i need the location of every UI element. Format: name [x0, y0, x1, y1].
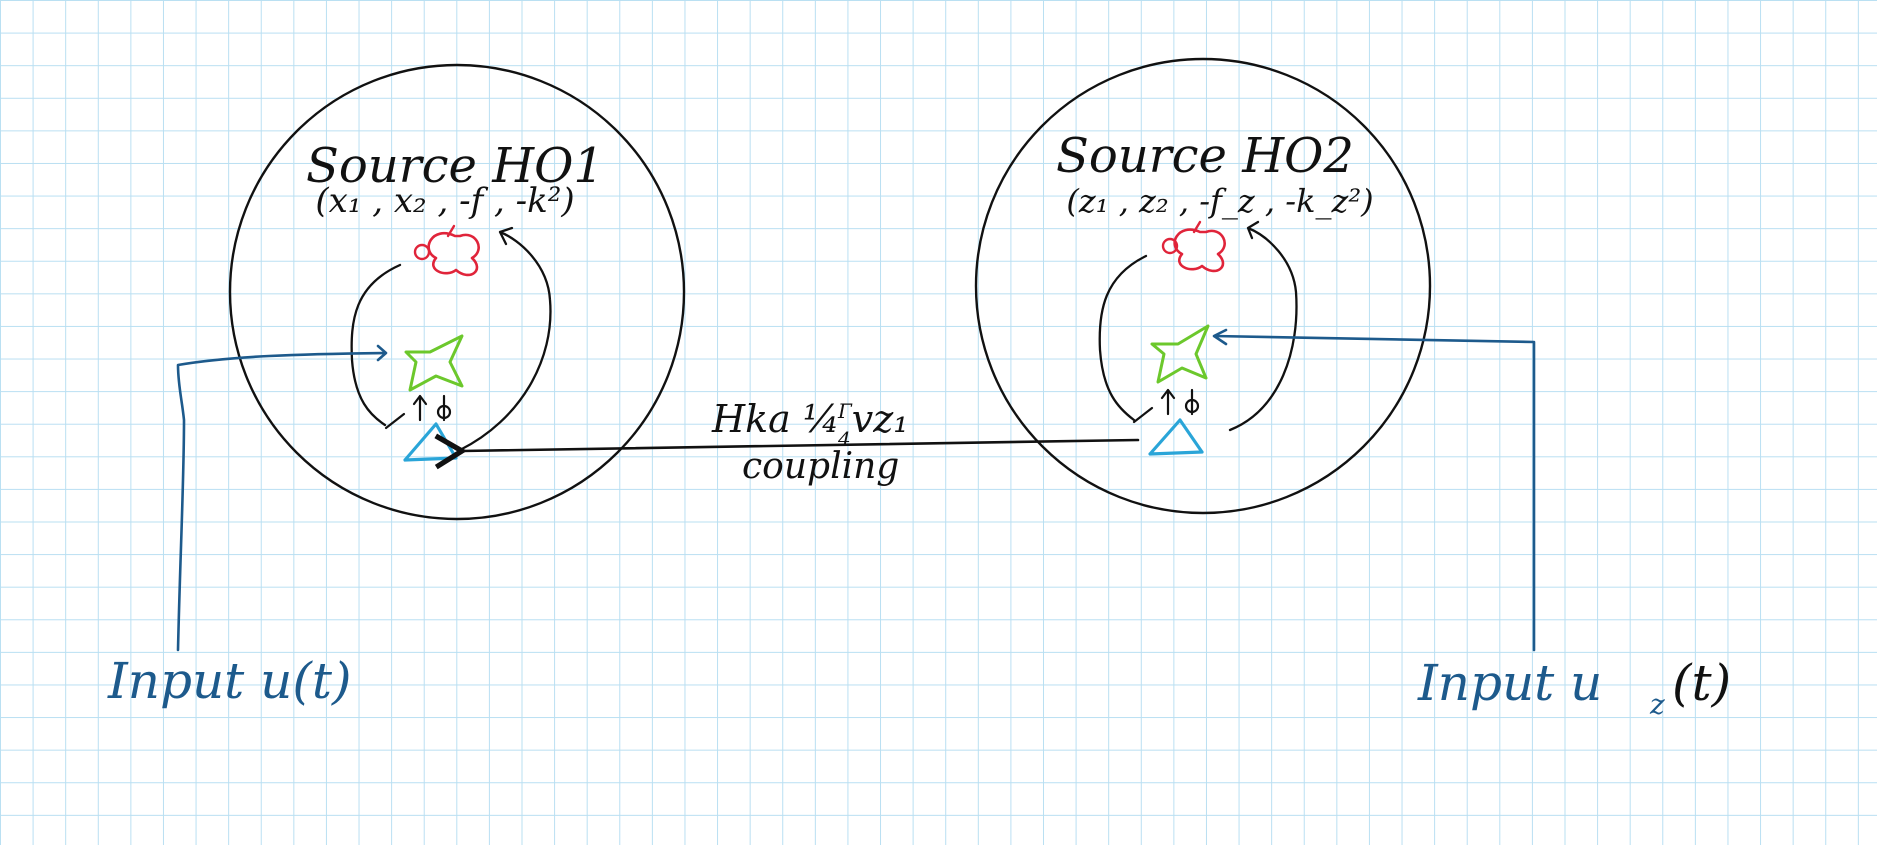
- oscillator-2-circle: [974, 57, 1432, 515]
- blue-triangle-node-icon: [403, 422, 458, 462]
- oscillator-2-left-loop: [1098, 254, 1148, 422]
- coupling-arrow: [434, 433, 1140, 470]
- oscillator-2-title: Source HO2: [1056, 128, 1354, 184]
- oscillator-1-title: Source HO1: [306, 138, 604, 194]
- node-arrows: [384, 394, 452, 430]
- coupling-formula-denominator: 4: [837, 427, 851, 451]
- oscillator-1-params: (x₁ , x₂ , -f , -k²): [315, 181, 574, 221]
- green-star-node-icon: [1150, 324, 1210, 384]
- coupling-connector: Hka ¼ vz₁ Γ 4 coupling: [434, 397, 1140, 487]
- oscillator-2: Source HO2 (z₁ , z₂ , -f_z , -k_z²): [974, 57, 1432, 515]
- oscillator-1-right-loop: [458, 226, 552, 452]
- blue-triangle-node-icon: [1148, 418, 1204, 456]
- input-1: Input u(t): [107, 344, 388, 710]
- oscillator-2-right-loop: [1228, 220, 1298, 432]
- green-star-node-icon: [404, 334, 464, 392]
- coupling-label: coupling: [742, 446, 899, 487]
- input-1-wire: [176, 344, 388, 652]
- oscillator-1-left-loop: [350, 263, 402, 427]
- oscillator-2-params: (z₁ , z₂ , -f_z , -k_z²): [1066, 182, 1373, 220]
- input-2: Input u z (t): [1212, 328, 1731, 721]
- input-2-subscript: z: [1649, 688, 1665, 721]
- coupling-formula: Hka ¼ vz₁: [711, 397, 909, 441]
- coupling-formula-fraction: Γ: [837, 399, 853, 423]
- node-arrows: [1132, 388, 1200, 424]
- oscillator-1: Source HO1 (x₁ , x₂ , -f , -k²): [228, 63, 686, 521]
- red-loop-node-icon: [1161, 220, 1226, 273]
- input-2-wire: [1212, 328, 1536, 652]
- oscillator-1-circle: [228, 63, 686, 521]
- red-loop-node-icon: [413, 224, 480, 277]
- input-2-label: Input u: [1417, 654, 1602, 712]
- input-2-suffix: (t): [1672, 654, 1731, 712]
- input-1-label: Input u(t): [107, 652, 351, 710]
